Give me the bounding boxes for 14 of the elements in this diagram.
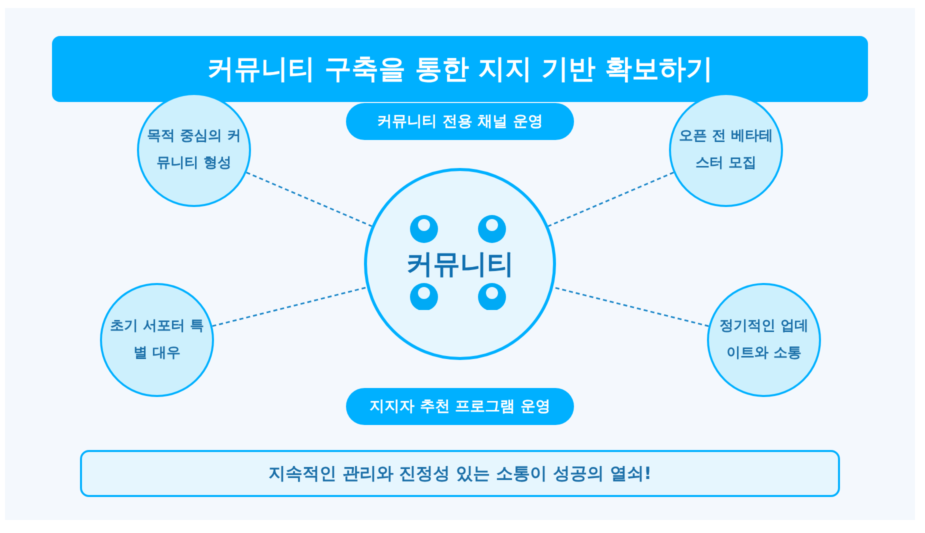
- dashed-connector: [548, 172, 674, 227]
- pill-label: 커뮤니티 전용 채널 운영: [346, 103, 574, 140]
- topic-circle: 정기적인 업데이트와 소통: [707, 283, 821, 397]
- topic-circle: 목적 중심의 커뮤니티 형성: [137, 93, 251, 207]
- center-circle: [364, 168, 556, 360]
- dashed-connector: [212, 286, 368, 327]
- title-banner: 커뮤니티 구축을 통한 지지 기반 확보하기: [52, 36, 868, 102]
- dashed-connector: [552, 286, 709, 327]
- note-box: 지속적인 관리와 진정성 있는 소통이 성공의 열쇠!: [80, 450, 840, 497]
- center-label: 커뮤니티: [406, 248, 514, 282]
- pill-label: 지지자 추천 프로그램 운영: [346, 388, 574, 425]
- topic-circle: 초기 서포터 특별 대우: [100, 283, 214, 397]
- dashed-connector: [246, 172, 372, 227]
- topic-circle: 오픈 전 베타테스터 모집: [669, 93, 783, 207]
